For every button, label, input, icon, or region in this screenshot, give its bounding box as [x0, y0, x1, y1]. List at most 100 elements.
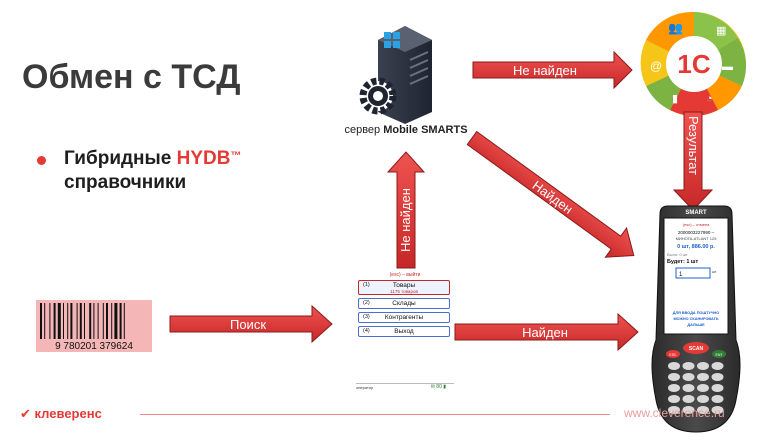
device-key[interactable] — [711, 384, 724, 392]
arrow-found-diagonal: Найден — [466, 130, 635, 258]
menu-item-label: Склады — [392, 300, 416, 307]
menu-item-label: Контрагенты — [384, 314, 424, 321]
menu-item-goods[interactable]: (1) Товары 1175 товаров — [358, 280, 450, 295]
cleverence-logo: ✔ клеверенс — [20, 406, 102, 421]
people-icon: 👥 — [668, 21, 683, 35]
server-caption-prefix: сервер — [344, 124, 384, 136]
onec-text: 1С — [677, 49, 710, 79]
barcode-bar — [67, 303, 69, 339]
device-key[interactable] — [682, 373, 695, 381]
bullet-plain: Гибридные — [64, 148, 177, 169]
barcode-bar — [40, 303, 42, 339]
menu-item-num: (3) — [363, 314, 370, 320]
device-line3: 0 шт, 886.00 р. — [677, 244, 715, 250]
device-key[interactable] — [682, 384, 695, 392]
pie-icon: ◔ — [706, 93, 713, 105]
menu-status-bar: оператор ✉ 80 ▮ — [356, 383, 454, 391]
device-key[interactable] — [697, 373, 709, 381]
device-input-value: 1 — [679, 272, 683, 278]
arrow-label-found-bottom: Найден — [522, 325, 568, 340]
menu-item-num: (2) — [363, 300, 370, 306]
device-footer2: МОЖНО СКАНИРОВАТЬ — [673, 317, 718, 321]
device-scan-button[interactable] — [683, 342, 709, 354]
barcode-bar — [123, 303, 125, 339]
calculator-icon: ▦ — [716, 25, 726, 37]
menu-item-exit[interactable]: (4) Выход — [358, 326, 450, 337]
device-scan-label: SCAN — [689, 346, 704, 352]
menu-item-warehouses[interactable]: (2) Склады — [358, 298, 450, 309]
arrow-result: Результат — [672, 111, 714, 211]
barcode-digits: 9 780201 379624 — [55, 341, 133, 352]
menu-item-label: Товары — [392, 282, 416, 289]
device-key[interactable] — [682, 395, 695, 403]
device-key[interactable] — [668, 362, 680, 370]
device-key[interactable] — [668, 406, 680, 414]
barcode-bar — [89, 303, 92, 339]
device-key[interactable] — [682, 362, 695, 370]
barcode-bar — [84, 303, 85, 339]
device-ent-label: ENT — [716, 353, 724, 357]
barcode-bar — [63, 303, 64, 339]
device-brand: SMART — [685, 210, 707, 216]
handheld-device: SMART (esc) – отмена 2000003227990 – МИН… — [651, 205, 741, 433]
device-key[interactable] — [711, 373, 724, 381]
footer-site[interactable]: www.cleverence.ru — [624, 406, 725, 420]
footer-divider — [140, 414, 610, 415]
device-key[interactable] — [668, 373, 680, 381]
windows-logo-icon — [384, 32, 400, 48]
barcode-bar — [49, 303, 51, 339]
device-line4: Было: 0 шт — [667, 252, 688, 257]
device-key[interactable] — [697, 384, 709, 392]
device-line1: 2000003227990 – — [678, 230, 715, 235]
arrow-not-found-top: Не найден — [472, 50, 633, 90]
barcode-bar — [111, 303, 113, 339]
barcode-bar — [57, 303, 61, 339]
device-key[interactable] — [697, 395, 709, 403]
bullet-text: Гибридные HYDB™ справочники — [64, 147, 241, 195]
barcode-bar — [93, 303, 95, 339]
device-input-unit: шт — [712, 270, 717, 274]
truck-icon: ▬ — [722, 61, 733, 73]
bullet-highlight: HYDB — [176, 148, 231, 169]
arrow-label-found-diagonal: Найден — [530, 178, 576, 217]
device-key[interactable] — [711, 406, 724, 414]
arrow-not-found-vertical: Не найден — [386, 151, 426, 269]
device-keypad[interactable] — [668, 362, 724, 414]
footer-logo-text: клеверенс — [34, 406, 102, 421]
menu-status-icons: ✉ 80 ▮ — [430, 384, 446, 390]
device-key[interactable] — [711, 395, 724, 403]
chart-icon: ▮ — [672, 93, 678, 105]
device-key[interactable] — [668, 395, 680, 403]
barcode-bar — [106, 303, 108, 339]
barcode-image: 9 780201 379624 — [36, 300, 152, 352]
device-esc-button[interactable] — [666, 350, 680, 358]
barcode-bar — [76, 303, 78, 339]
device-key[interactable] — [697, 406, 709, 414]
menu-item-sub: 1175 товаров — [390, 289, 418, 294]
menu-item-label: Выход — [394, 328, 414, 335]
device-key[interactable] — [668, 384, 680, 392]
bullet-line2: справочники — [64, 172, 187, 193]
device-key[interactable] — [711, 362, 724, 370]
device-qty-input[interactable] — [675, 267, 711, 279]
arrow-label-result: Результат — [686, 116, 701, 175]
arrow-search: Поиск — [169, 304, 333, 344]
barcode-bar — [70, 303, 73, 339]
menu-item-contractors[interactable]: (3) Контрагенты — [358, 312, 450, 323]
barcode-bar — [53, 303, 56, 339]
tsd-menu-screen: (esc) – выйти (1) Товары 1175 товаров (2… — [356, 272, 454, 342]
device-footer3: ДАЛЬШЕ — [687, 323, 705, 327]
device-key[interactable] — [697, 362, 709, 370]
arrow-found-bottom: Найден — [454, 312, 639, 352]
slide-title: Обмен с ТСД — [22, 58, 241, 96]
menu-status-operator: оператор — [356, 385, 374, 390]
barcode-bar — [119, 303, 122, 339]
device-ent-button[interactable] — [712, 350, 726, 358]
device-key[interactable] — [682, 406, 695, 414]
device-line5: Будет: 1 шт — [667, 259, 699, 265]
onec-logo: 1С 👥 ▦ ▬ ◔ ▮ @ — [640, 11, 747, 116]
device-line2: МИНОГА-ATLANT 125 — [676, 236, 718, 241]
arrow-label-not-found-vertical: Не найден — [398, 188, 413, 252]
barcode-bar — [97, 303, 99, 339]
